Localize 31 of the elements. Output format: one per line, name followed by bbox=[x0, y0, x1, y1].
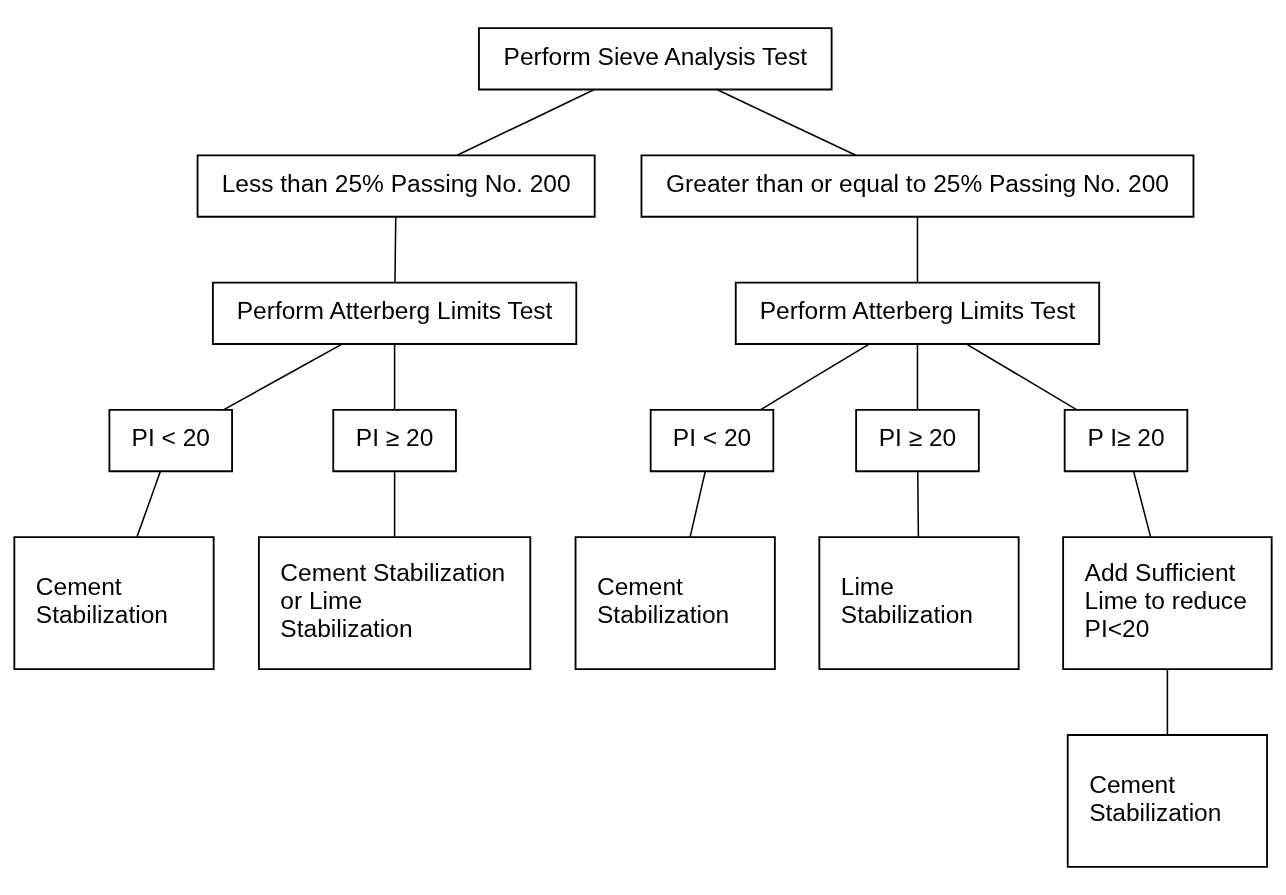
node-box: Greater than or equal to 25% Passing No. 200 bbox=[640, 154, 1195, 218]
node-box: PI < 20 bbox=[649, 409, 775, 473]
node-box: Cement Stabilization or Lime Stabilization bbox=[257, 536, 532, 670]
node-box: P I≥ 20 bbox=[1063, 409, 1189, 473]
node-box: Less than 25% Passing No. 200 bbox=[196, 154, 596, 218]
connector bbox=[456, 89, 595, 157]
connector bbox=[136, 470, 162, 538]
node-box: Cement Stabilization bbox=[13, 536, 215, 670]
connector bbox=[393, 470, 396, 538]
connector bbox=[1132, 470, 1152, 538]
node-box: Perform Atterberg Limits Test bbox=[734, 281, 1101, 345]
connector bbox=[222, 343, 343, 411]
connector bbox=[966, 343, 1078, 411]
node-box: Add Sufficient Lime to reduce PI<20 bbox=[1062, 536, 1273, 670]
connector bbox=[1166, 668, 1169, 736]
node-box: Lime Stabilization bbox=[818, 536, 1020, 670]
node-box: PI < 20 bbox=[108, 409, 233, 473]
connector bbox=[393, 343, 396, 411]
connector bbox=[916, 343, 919, 411]
connector bbox=[916, 470, 920, 538]
connector bbox=[689, 470, 706, 538]
connector bbox=[759, 343, 870, 411]
node-box: PI ≥ 20 bbox=[332, 409, 457, 473]
node-box: PI ≥ 20 bbox=[855, 409, 980, 473]
connector bbox=[916, 216, 919, 284]
node-box: Cement Stabilization bbox=[574, 536, 776, 670]
connector bbox=[716, 89, 857, 157]
node-box: Perform Atterberg Limits Test bbox=[212, 281, 578, 345]
node-box: Cement Stabilization bbox=[1066, 734, 1268, 868]
connector bbox=[394, 216, 397, 284]
node-box: Perform Sieve Analysis Test bbox=[478, 27, 833, 91]
